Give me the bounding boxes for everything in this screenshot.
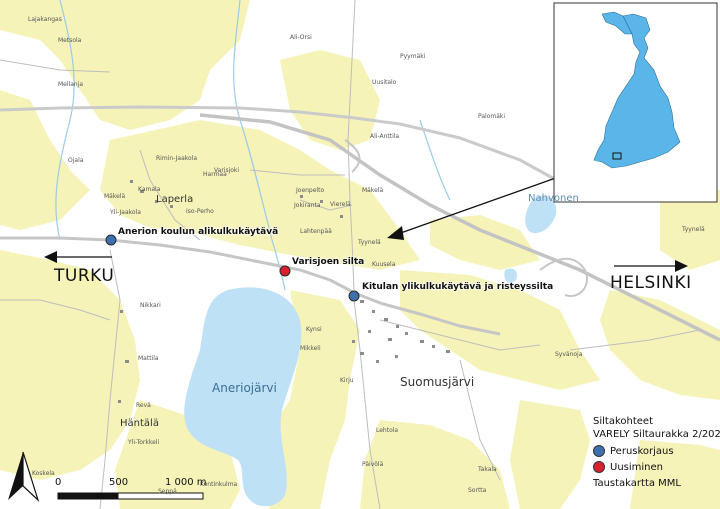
label-vierela: Vierelä [330, 201, 351, 208]
label-turku: TURKU [54, 266, 115, 286]
label-lehtola: Lehtola [376, 427, 399, 434]
label-laperla: Laperla [156, 194, 194, 205]
legend-subtitle: VARELY Siltaurakka 2/2025 [593, 429, 720, 440]
site-label-varisjoki[interactable]: Varisjoen silta [292, 257, 365, 267]
label-kirju: Kirju [340, 377, 354, 384]
label-nikkari: Nikkari [140, 302, 161, 309]
water-bodies [184, 195, 557, 507]
site-label-kitula[interactable]: Kitulan ylikulkukäytävä ja risteyssilta [362, 282, 554, 292]
label-makela-w: Mäkelä [104, 193, 126, 200]
arrow-east-head [675, 260, 688, 272]
legend-item-peruskorjaus: Peruskorjaus [593, 445, 674, 457]
label-ojala: Ojala [68, 157, 84, 164]
label-pyymaki: Pyymäki [400, 53, 426, 60]
label-mattila: Mattila [138, 355, 159, 362]
label-iso-perho: Iso-Perho [186, 208, 214, 215]
inset-map [553, 2, 718, 203]
road-national [0, 105, 561, 184]
label-palomaki: Palomäki [478, 113, 506, 120]
buildings [118, 180, 450, 403]
label-sortta: Sortta [468, 487, 487, 494]
label-seppa: Seppä [158, 488, 177, 495]
label-lahtenpaa: Lahtenpää [300, 228, 332, 235]
legend-item-uusiminen: Uusiminen [593, 461, 663, 473]
label-syvanoja: Syvänoja [555, 351, 583, 358]
label-jokiranta: Jokiranta [294, 202, 321, 209]
finland-silhouette [593, 13, 681, 169]
label-helsinki: HELSINKI [610, 273, 692, 293]
site-marker-varisjoki[interactable] [279, 265, 291, 277]
label-ali-anttila: Ali-Anttila [370, 133, 400, 140]
site-marker-anerio[interactable] [105, 234, 117, 246]
label-mikkeli: Mikkeli [300, 345, 321, 352]
label-varisjoki: Varisjoki [214, 167, 240, 174]
label-ali-orsi: Ali-Orsi [290, 34, 312, 41]
label-takala: Takala [478, 466, 497, 473]
label-tyynela-e: Tyynelä [682, 226, 705, 233]
label-koskela: Koskela [32, 470, 55, 477]
label-lajakangas: Lajakangas [28, 16, 62, 23]
label-paivola: Päivölä [362, 461, 384, 468]
scale-bar [57, 492, 204, 500]
label-harmaa: Harmaa [203, 171, 227, 178]
label-reva: Revä [136, 402, 151, 409]
label-uusitalo: Uusitalo [372, 79, 397, 86]
scale-tick-500: 500 [109, 477, 129, 488]
inset-locator [612, 152, 622, 160]
label-kuusela: Kuusela [372, 261, 396, 268]
label-makela-e: Mäkelä [362, 187, 384, 194]
legend-label-uusiminen: Uusiminen [610, 462, 663, 473]
legend-dot-peruskorjaus [593, 445, 605, 457]
legend-dot-uusiminen [593, 461, 605, 473]
label-tyynela: Tyynelä [358, 239, 381, 246]
legend-label-peruskorjaus: Peruskorjaus [610, 446, 674, 457]
north-arrow [8, 451, 40, 502]
label-suomusjarvi: Suomusjärvi [400, 375, 475, 389]
label-yli-torkkeli: Yli-Torkkeli [128, 439, 160, 446]
scale-tick-1000: 1 000 m [165, 477, 207, 488]
label-joenpelto: Joenpelto [296, 187, 325, 194]
legend-title: Siltakohteet [593, 416, 653, 427]
minor-roads [0, 0, 701, 509]
label-rimin-jaakola: Rimin-Jaakola [156, 155, 198, 162]
label-lake: Aneriojärvi [212, 381, 277, 395]
lake-aneriojarvi [184, 287, 302, 507]
legend-basemap: Taustakartta MML [593, 478, 682, 489]
label-kynsi: Kynsi [306, 326, 322, 333]
inset-pointer-arrowhead [387, 226, 404, 240]
label-metsola: Metsola [58, 37, 82, 44]
lake-northeast [525, 195, 557, 234]
label-kontinkulma: Kontinkulma [200, 481, 238, 488]
scale-tick-0: 0 [55, 477, 62, 488]
label-mellanja: Mellanja [58, 81, 84, 88]
motorway [199, 113, 720, 342]
label-hantala: Häntälä [120, 418, 159, 429]
label-kamala: Kamala [138, 186, 161, 193]
arrow-west-head [44, 251, 57, 263]
label-yli-jaakola: Yli-Jaakola [110, 209, 141, 216]
site-label-anerio[interactable]: Anerion koulun alikulkukäytävä [118, 227, 279, 237]
interchange [539, 257, 588, 297]
site-marker-kitula[interactable] [348, 290, 360, 302]
label-nahvonen: Nahvonen [528, 193, 579, 204]
